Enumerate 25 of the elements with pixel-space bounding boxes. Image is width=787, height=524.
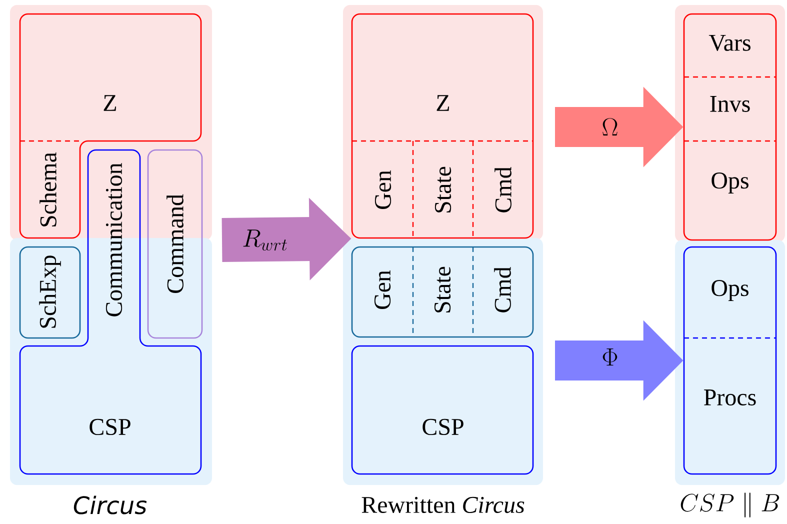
- column-caption: Rewritten Circus: [362, 496, 524, 514]
- section-label: Cmd: [494, 166, 512, 212]
- arrow-label: $R_{wrt}$: [243, 230, 287, 251]
- section-label: Gen: [374, 170, 392, 209]
- column-caption: Circus: [74, 496, 147, 514]
- section-label: State: [434, 266, 451, 312]
- group-box: [351, 246, 534, 338]
- section-label: Communication: [106, 163, 122, 316]
- block-box: SchExp: [19, 246, 81, 339]
- section-label: Schema: [40, 152, 56, 226]
- section-label: Invs: [710, 96, 750, 112]
- column-caption: $CSP \parallel B$: [680, 492, 780, 518]
- group-box: [683, 246, 777, 475]
- section-label: State: [434, 166, 452, 212]
- section-label: Ops: [712, 280, 748, 301]
- section-label: Ops: [712, 172, 748, 194]
- section-label: Gen: [374, 270, 391, 309]
- section-label: Vars: [708, 34, 750, 52]
- block-box: CSP: [351, 345, 534, 475]
- arrow-label: $\Phi$: [602, 348, 618, 366]
- group-box: [683, 13, 777, 241]
- section-label: Procs: [704, 390, 756, 406]
- arrow-label: $\Omega$: [602, 118, 618, 136]
- section-label: Cmd: [494, 266, 511, 312]
- block-box: Command: [147, 149, 203, 339]
